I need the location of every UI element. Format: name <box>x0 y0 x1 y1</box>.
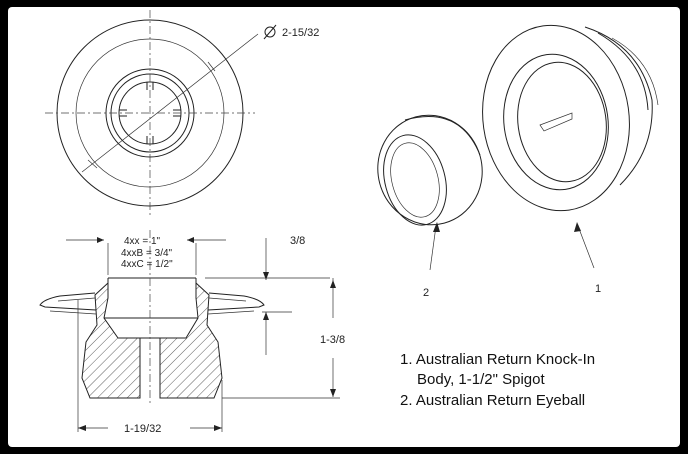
eyeball-iso <box>377 114 483 271</box>
dim-height <box>222 278 340 399</box>
top-view <box>45 10 277 216</box>
callout-eyeball: 2 <box>423 287 429 299</box>
callout-body: 1 <box>595 283 601 295</box>
legend-item-1-cont: Body, 1-1/2" Spigot <box>417 371 545 388</box>
legend-item-2: 2. Australian Return Eyeball <box>400 392 585 409</box>
section-view <box>39 230 265 405</box>
dim-height-label: 1-3/8 <box>320 334 345 346</box>
body-iso <box>482 24 659 269</box>
note-line-1: 4xx = 1" <box>124 236 161 247</box>
technical-drawing: 2-15/32 4xx = 1" 4xxB = 3/4" 4xxC = 1/ <box>39 10 659 435</box>
size-note <box>66 237 226 275</box>
dim-top <box>205 238 330 355</box>
legend-item-1: 1. Australian Return Knock-In <box>400 351 595 368</box>
drawing-sheet: 2-15/32 4xx = 1" 4xxB = 3/4" 4xxC = 1/ <box>8 7 680 447</box>
diameter-label: 2-15/32 <box>282 27 319 39</box>
note-line-3: 4xxC = 1/2" <box>121 259 173 270</box>
dim-width-label: 1-19/32 <box>124 423 161 435</box>
dim-width <box>77 300 223 432</box>
note-line-2: 4xxB = 3/4" <box>121 248 173 259</box>
dim-top-label: 3/8 <box>290 235 305 247</box>
